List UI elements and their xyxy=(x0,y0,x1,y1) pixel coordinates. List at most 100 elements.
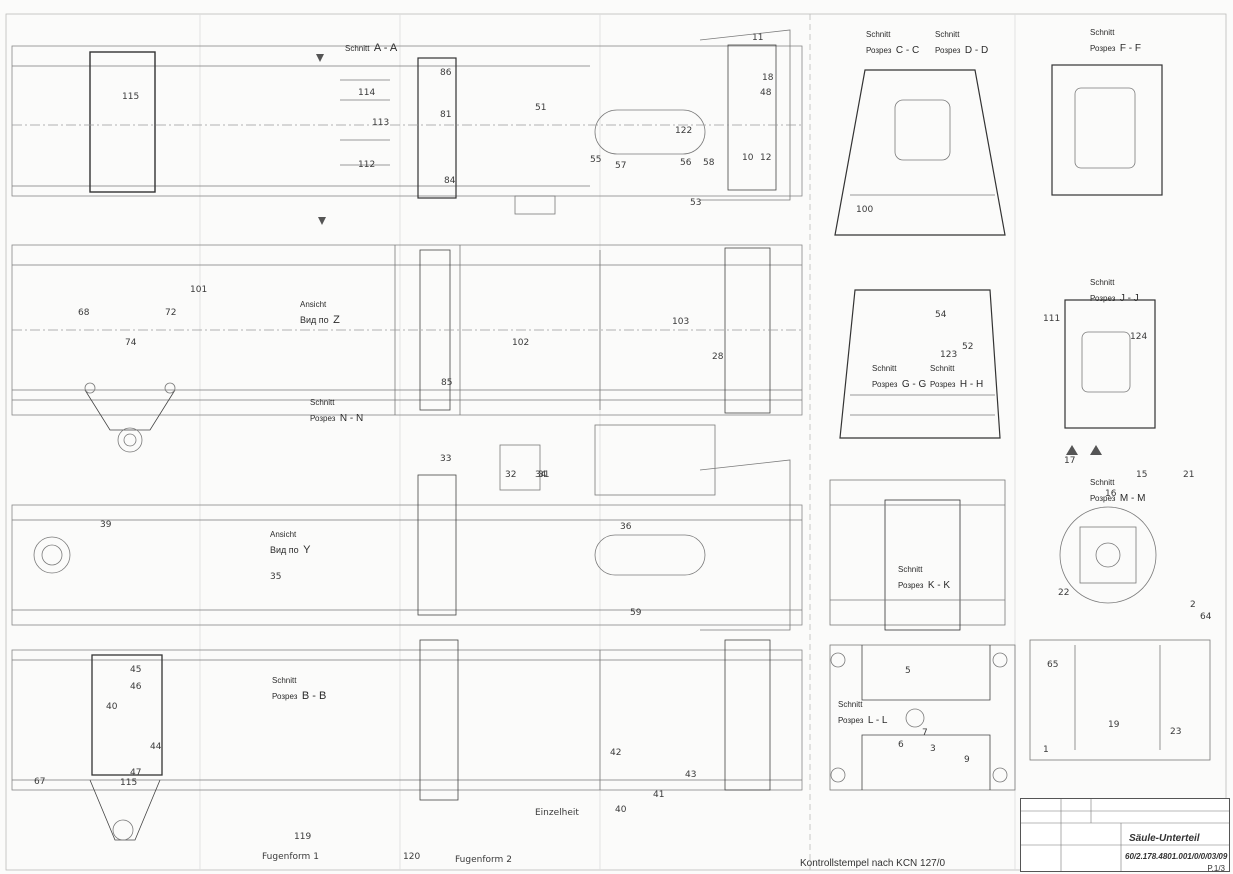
view-title-letter: A - A xyxy=(373,42,398,54)
part-number-label: 115 xyxy=(120,778,138,788)
part-number-label: 115 xyxy=(122,92,140,102)
part-number-label: 55 xyxy=(590,155,602,165)
part-number-label: 114 xyxy=(358,88,376,98)
view-title-schnitt-aa: Schnitt A - A xyxy=(345,38,397,56)
part-number-label: 19 xyxy=(1108,720,1120,730)
view-title-letter: C - C xyxy=(895,45,920,56)
fugenform-2-label: Fugenform 2 xyxy=(455,855,512,865)
part-number-label: 72 xyxy=(165,308,177,318)
view-title-letter: K - K xyxy=(927,580,951,591)
view-title-line2: Розрез xyxy=(935,46,961,55)
view-title-letter: J - J xyxy=(1119,293,1139,304)
view-title-letter: B - B xyxy=(301,690,327,702)
view-title-line1: Schnitt xyxy=(872,364,897,373)
view-title-schnitt-nn: Schnitt Розрез N - N xyxy=(310,398,363,426)
part-number-label: 1 xyxy=(1043,745,1049,755)
view-title-line2: Розрез xyxy=(838,716,864,725)
fugenform-1-label: Fugenform 1 xyxy=(262,852,319,862)
part-number-label: 59 xyxy=(630,608,642,618)
view-title-line1: Schnitt xyxy=(1090,478,1115,487)
part-number-label: 123 xyxy=(940,350,958,360)
part-number-label: 85 xyxy=(441,378,453,388)
view-title-line2: Вид по xyxy=(270,545,299,555)
part-number-label: 120 xyxy=(403,852,421,862)
view-title-schnitt-ll: Schnitt Розрез L - L xyxy=(838,700,888,728)
view-title-schnitt-mm: Schnitt Розрез M - M xyxy=(1090,478,1145,506)
part-number-label: 58 xyxy=(703,158,715,168)
part-number-label: 16 xyxy=(1105,489,1117,499)
view-title-line2: Розрез xyxy=(898,581,924,590)
part-number-label: 18 xyxy=(762,73,774,83)
view-title-schnitt-hh: Schnitt Розрез H - H xyxy=(930,364,983,392)
view-title-letter: Z xyxy=(333,314,340,326)
drawing-number: 60/2.178.4801.001/0/0/03/09 xyxy=(1125,852,1228,861)
view-title-schnitt-gg: Schnitt Розрез G - G xyxy=(872,364,926,392)
part-number-label: 17 xyxy=(1064,456,1076,466)
part-number-label: 28 xyxy=(712,352,724,362)
view-title-letter: M - M xyxy=(1119,493,1146,504)
view-title-line1: Schnitt xyxy=(930,364,955,373)
part-number-label: 33 xyxy=(440,454,452,464)
part-number-label: 102 xyxy=(512,338,530,348)
part-number-label: 43 xyxy=(685,770,697,780)
title-block: Säule-Unterteil 60/2.178.4801.001/0/0/03… xyxy=(1020,798,1230,873)
part-number-label: 54 xyxy=(935,310,947,320)
part-number-label: 53 xyxy=(690,198,702,208)
view-title-line2: Розрез xyxy=(272,692,298,701)
part-number-label: 74 xyxy=(125,338,137,348)
part-number-label: 46 xyxy=(130,682,142,692)
part-number-label: 119 xyxy=(294,832,312,842)
view-title-line1: Schnitt xyxy=(1090,278,1115,287)
view-title-line2: Розрез xyxy=(1090,294,1116,303)
part-number-label: 36 xyxy=(620,522,632,532)
view-title-letter: L - L xyxy=(867,715,888,726)
view-title-schnitt-jj: Schnitt Розрез J - J xyxy=(1090,278,1139,306)
view-title-line1: Ansicht xyxy=(300,300,327,309)
part-number-label: 6 xyxy=(898,740,904,750)
part-number-label: 22 xyxy=(1058,588,1070,598)
part-number-label: 81 xyxy=(440,110,452,120)
part-number-label: 64 xyxy=(1200,612,1212,622)
view-title-line1: Schnitt xyxy=(935,30,960,39)
view-title-line2: Вид по xyxy=(300,315,329,325)
part-number-label: 103 xyxy=(672,317,690,327)
view-title-line2: Розрез xyxy=(1090,44,1116,53)
control-stamp-text: Kontrollstempel nach KCN 127/0 xyxy=(800,858,946,869)
view-title-line2: Розрез xyxy=(930,380,956,389)
part-number-label: 45 xyxy=(130,665,142,675)
part-number-label: 15 xyxy=(1136,470,1148,480)
view-title-line1: Schnitt xyxy=(866,30,891,39)
view-title-line1: Ansicht xyxy=(270,530,297,539)
part-number-label: 47 xyxy=(130,768,142,778)
part-number-label: 3 xyxy=(930,744,936,754)
part-number-label: 57 xyxy=(615,161,627,171)
part-number-label: 56 xyxy=(680,158,692,168)
view-title-line2: Розрез xyxy=(866,46,892,55)
view-title-line1: Schnitt xyxy=(898,565,923,574)
view-title-line1: Schnitt xyxy=(272,676,297,685)
view-title-schnitt-ff: Schnitt Розрез F - F xyxy=(1090,28,1141,56)
part-number-label: 112 xyxy=(358,160,376,170)
part-number-label: 113 xyxy=(372,118,390,128)
part-number-label: 100 xyxy=(856,205,874,215)
part-number-label: 40 xyxy=(106,702,118,712)
part-number-label: 65 xyxy=(1047,660,1059,670)
part-number-label: 42 xyxy=(610,748,622,758)
view-title-letter: N - N xyxy=(339,413,364,424)
view-title-line1: Schnitt xyxy=(838,700,863,709)
view-title-letter: H - H xyxy=(959,379,984,390)
part-number-label: 5 xyxy=(905,666,911,676)
view-title-schnitt-dd: Schnitt Розрез D - D xyxy=(935,30,988,58)
part-number-label: 7 xyxy=(922,728,928,738)
view-title-letter: Y xyxy=(303,544,311,556)
part-number-label: 9 xyxy=(964,755,970,765)
part-number-label: 84 xyxy=(444,176,456,186)
part-number-label: 35 xyxy=(270,572,282,582)
part-number-label: 51 xyxy=(535,103,547,113)
part-number-label: 31 xyxy=(538,470,550,480)
view-title-line1: Schnitt xyxy=(1090,28,1115,37)
einzelheit-label: Einzelheit xyxy=(535,808,579,818)
part-number-label: 12 xyxy=(760,153,772,163)
view-title-line1: Schnitt xyxy=(310,398,335,407)
